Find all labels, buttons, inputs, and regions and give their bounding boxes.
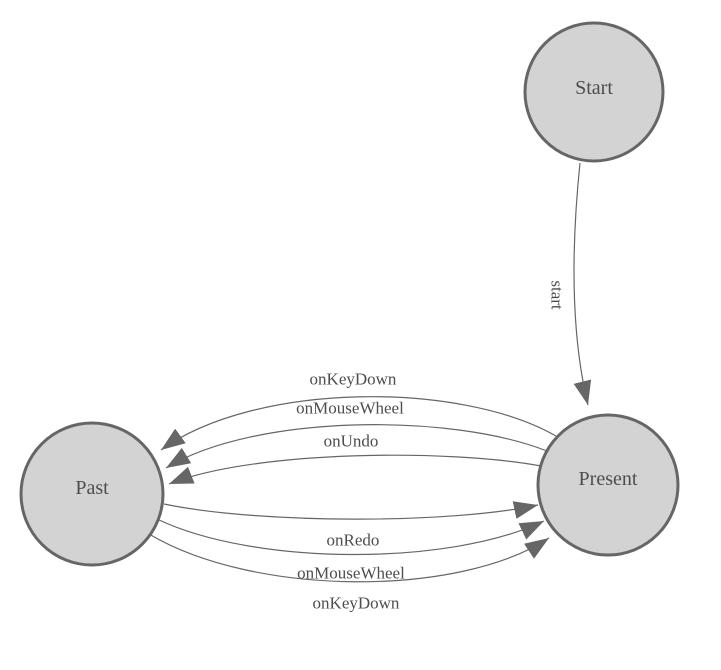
state-node-label-present: Present [579,468,638,490]
state-node-present: Present [536,413,680,557]
state-node-circle-present [536,413,680,557]
state-node-label-start: Start [575,77,613,99]
edge-label-onmousewheel: onMouseWheel [297,564,405,583]
state-node-circle-start [523,21,665,163]
edges-layer [148,162,592,583]
edge-onmousewheel [165,424,548,469]
edge-onmousewheel [156,518,545,556]
state-node-circle-past [19,421,165,567]
state-node-start: Start [523,21,665,163]
edge-onkeydown [160,396,557,451]
state-node-label-past: Past [75,477,109,499]
edge-label-onundo: onUndo [324,432,379,451]
edge-onredo [163,501,539,520]
edge-start [573,162,592,406]
edge-label-onredo: onRedo [327,531,380,550]
edge-labels-layer: start onKeyDown onMouseWheel onUndo onRedo on… [296,280,566,612]
edge-label-onkeydown: onKeyDown [313,594,400,613]
state-node-past: Past [19,421,165,567]
edge-onkeydown [148,533,550,583]
edge-label-onmousewheel: onMouseWheel [296,399,404,418]
edge-label-start: start [548,280,567,310]
edge-label-onkeydown: onKeyDown [310,370,397,389]
edge-onundo [168,454,542,485]
